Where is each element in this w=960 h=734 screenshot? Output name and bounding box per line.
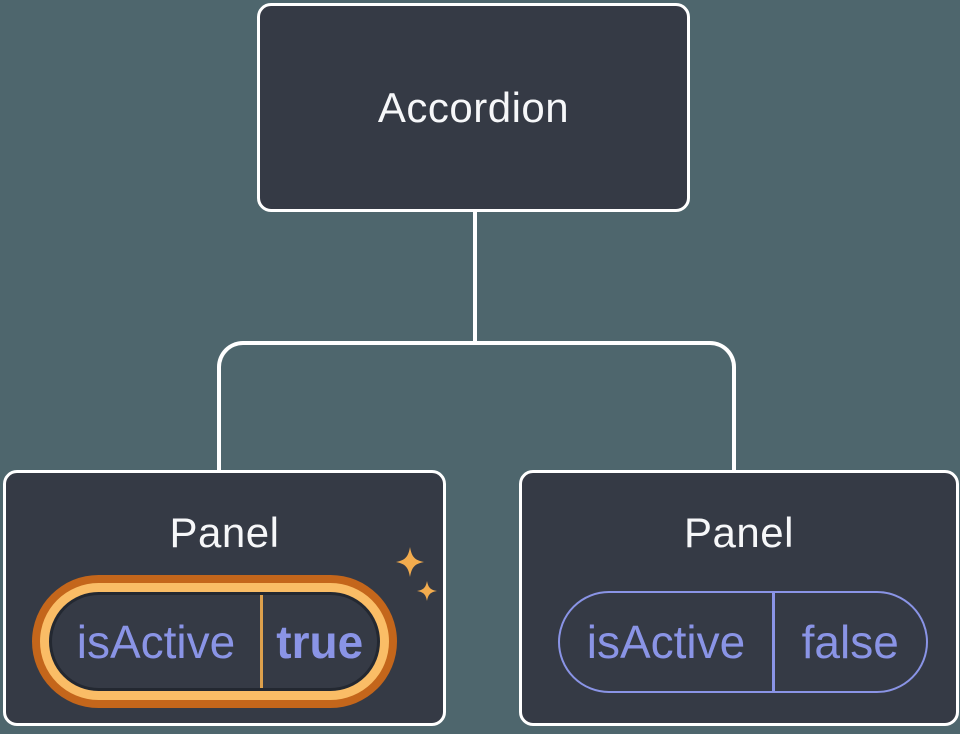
prop-value-label: true: [276, 615, 364, 668]
connector-stem: [473, 210, 477, 345]
prop-name-label: isActive: [586, 616, 746, 668]
sparkle-icon: [417, 581, 437, 601]
panel-label: Panel: [169, 509, 280, 556]
component-node-panel-active: Panel isActive true: [3, 470, 446, 726]
component-node-accordion: Accordion: [257, 3, 690, 212]
prop-pill-active: isActive true: [49, 592, 380, 691]
connector-branch: [217, 341, 736, 472]
pill-divider: [260, 595, 263, 688]
accordion-label: Accordion: [377, 83, 570, 131]
prop-name-label: isActive: [76, 615, 236, 668]
prop-value-label: false: [801, 616, 899, 668]
pill-divider: [772, 593, 775, 691]
component-node-panel-inactive: Panel isActive false: [519, 470, 959, 726]
panel-label: Panel: [684, 509, 794, 556]
sparkle-icon: [396, 547, 424, 577]
prop-pill-inactive: isActive false: [558, 591, 928, 693]
